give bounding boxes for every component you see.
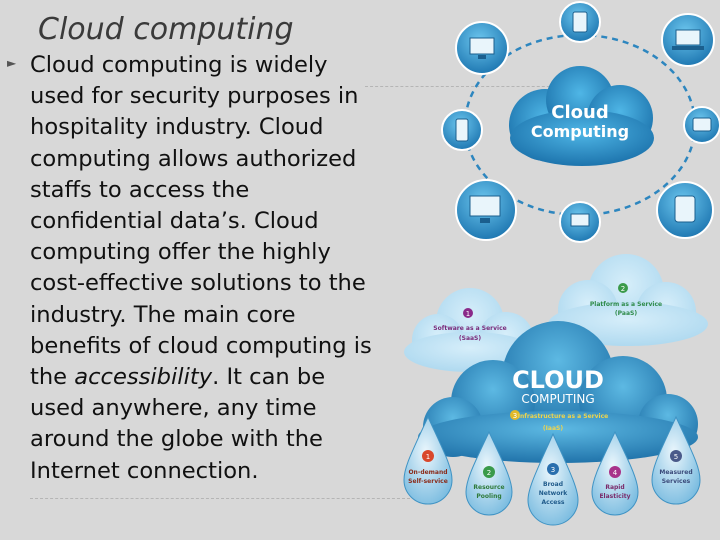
bullet-arrow-icon: ► [7, 56, 17, 70]
device-node-tablet-icon [683, 106, 720, 144]
paas-badge-number: 2 [621, 285, 625, 293]
saas-label-line2: (SaaS) [459, 335, 481, 342]
droplet-label: On-demand [408, 469, 447, 476]
cloud-icon [509, 66, 654, 166]
droplet-label: Resource [473, 484, 504, 491]
droplet-number: 1 [426, 453, 430, 461]
device-node-phone-icon [441, 109, 483, 151]
paas-badge-icon [618, 283, 628, 293]
droplet-label: Rapid [605, 484, 624, 491]
device-node-tablet-icon [559, 1, 601, 43]
device-node-monitor-icon [455, 179, 517, 241]
droplet-label: Self-service [408, 478, 448, 485]
saas-label-line1: Software as a Service [433, 325, 506, 332]
iaas-badge-icon [510, 410, 520, 420]
main-cloud-subtitle: COMPUTING [521, 392, 594, 406]
slide-body: Cloud computing is widely used for secur… [30, 50, 380, 487]
device-node-laptop-icon [661, 13, 715, 67]
iaas-label-line2: (IaaS) [543, 425, 563, 432]
main-cloud-title: CLOUD [512, 366, 604, 394]
droplet-badge-icon [422, 450, 434, 462]
droplet-resource-pooling: 2 Resource Pooling [465, 430, 513, 516]
iaas-label-line1: Infrastructure as a Service [518, 413, 608, 420]
cloud-service-diagram: 2 Platform as a Service (PaaS) 1 Softwar… [403, 254, 708, 526]
body-italic-word: accessibility [74, 364, 213, 391]
device-node-laptop-icon [559, 201, 601, 243]
droplet-measured-services: 5 Measured Services [651, 415, 701, 505]
cloud-title-line1: Cloud [551, 102, 608, 123]
droplet-label: Services [662, 478, 691, 485]
cloud-title-line2: Computing [531, 122, 629, 141]
divider-line [365, 86, 565, 87]
paas-label-line2: (PaaS) [615, 310, 637, 317]
slide-title: Cloud computing [38, 12, 294, 47]
droplet-on-demand: 1 On-demand Self-service [403, 415, 453, 505]
droplet-badge-icon [670, 450, 682, 462]
cloud-network-diagram: Cloud Computing [441, 1, 720, 243]
body-text-part: Cloud computing is widely used for secur… [30, 52, 372, 391]
droplet-label: Access [542, 499, 565, 506]
droplet-label: Network [539, 490, 569, 497]
device-node-desktop-icon [455, 21, 509, 75]
saas-badge-icon [463, 308, 473, 318]
paas-label-line1: Platform as a Service [590, 301, 662, 308]
body-text-part: . It can be used anywhere, any time arou… [30, 364, 326, 484]
droplet-label: Broad [543, 481, 563, 488]
iaas-badge-number: 3 [513, 412, 517, 420]
saas-badge-number: 1 [466, 310, 470, 318]
droplet-badge-icon [483, 466, 495, 478]
droplet-label: Measured [659, 469, 692, 476]
droplet-number: 4 [613, 469, 618, 477]
droplet-label: Pooling [476, 493, 501, 500]
main-cloud-shape [418, 321, 698, 463]
droplet-number: 3 [551, 466, 555, 474]
droplet-badge-icon [547, 463, 559, 475]
device-node-tablet-icon [656, 181, 714, 239]
droplet-label: Elasticity [599, 493, 630, 500]
droplet-rapid-elasticity: 4 Rapid Elasticity [591, 430, 639, 516]
droplet-badge-icon [609, 466, 621, 478]
droplet-number: 2 [487, 469, 491, 477]
divider-line [30, 498, 410, 499]
droplet-broad-network-access: 3 Broad Network Access [527, 432, 579, 526]
droplet-number: 5 [674, 453, 678, 461]
